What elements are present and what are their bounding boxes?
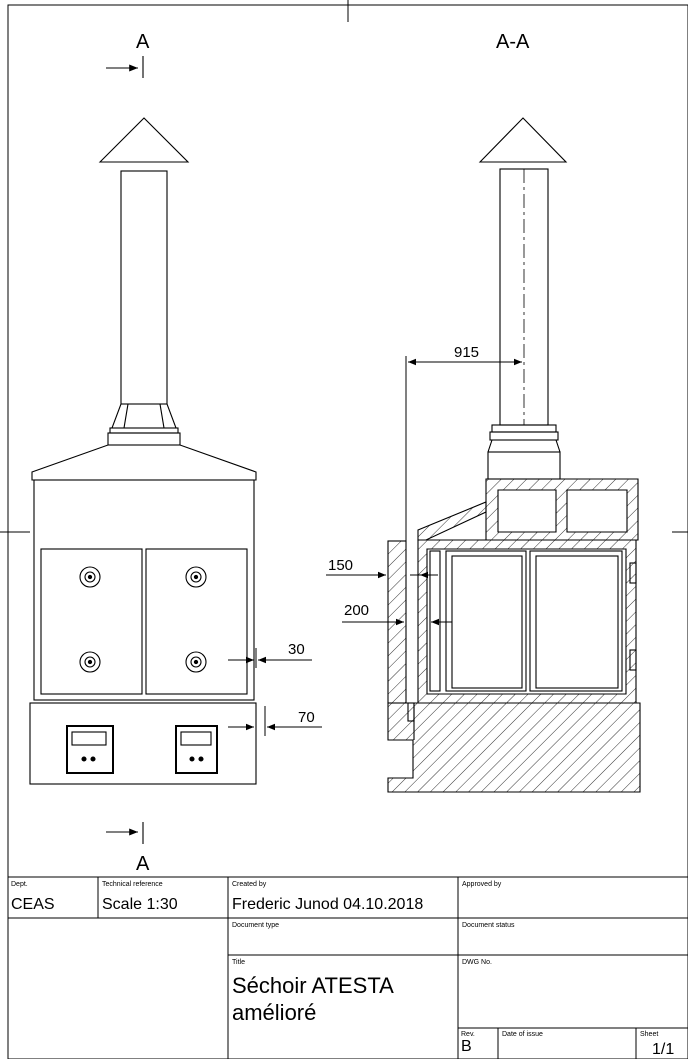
cabinet-body — [33, 479, 255, 701]
section-marker-top — [106, 56, 144, 78]
dim-label-915: 915 — [454, 344, 479, 361]
created-by-value: Frederic Junod 04.10.2018 — [232, 896, 424, 913]
section-marker-bottom — [106, 822, 144, 844]
dept-label: Dept. — [11, 881, 28, 888]
door-left — [40, 548, 143, 695]
controller-left — [66, 725, 114, 774]
date-of-issue-label: Date of issue — [502, 1031, 543, 1038]
chimney-pipe — [120, 170, 168, 405]
section-label-bottom: A — [136, 853, 150, 875]
upper-duct-wall — [485, 478, 639, 541]
dimension-30 — [228, 648, 312, 668]
drawing-title: Séchoir ATESTA amélioré — [232, 973, 393, 1025]
technical-reference-label: Technical reference — [102, 881, 163, 888]
section-view — [326, 117, 641, 793]
foundation — [387, 702, 641, 793]
document-status-label: Document status — [462, 922, 515, 929]
document-type-label: Document type — [232, 922, 280, 929]
dim-label-150: 150 — [328, 557, 353, 574]
rev-value: B — [461, 1038, 472, 1055]
dim-label-70: 70 — [298, 709, 315, 726]
door-knobs — [79, 566, 207, 673]
technical-reference-value: Scale 1:30 — [102, 896, 178, 913]
hood — [31, 444, 257, 481]
dim-label-30: 30 — [288, 641, 305, 658]
section-label-top: A — [136, 31, 150, 53]
roof-slope — [417, 501, 487, 541]
interior-panel-4 — [529, 550, 623, 692]
title-label: Title — [232, 959, 245, 966]
section-chimney-cap — [478, 117, 568, 163]
approved-by-label: Approved by — [462, 881, 502, 888]
front-view — [29, 56, 322, 844]
section-view-title: A-A — [496, 31, 530, 53]
dept-value: CEAS — [11, 896, 55, 913]
dwg-no-label: DWG No. — [462, 959, 492, 966]
base-unit — [29, 702, 257, 785]
chimney-collar — [107, 403, 181, 446]
interior-panel-2 — [445, 550, 527, 692]
title-block-grid — [8, 876, 688, 1059]
chimney-cap — [98, 117, 190, 163]
sheet-label: Sheet — [640, 1031, 659, 1038]
door-right — [145, 548, 248, 695]
dimension-70 — [228, 706, 322, 736]
rev-label: Rev. — [461, 1031, 475, 1038]
section-collar — [487, 424, 561, 480]
sheet-value: 1/1 — [652, 1041, 675, 1058]
dim-label-200: 200 — [344, 602, 369, 619]
interior-panel-1 — [429, 550, 441, 692]
interior-panel-5 — [535, 555, 619, 689]
interior-panel-3 — [451, 555, 523, 689]
controller-right — [175, 725, 218, 774]
dimension-915 — [405, 356, 522, 541]
created-by-label: Created by — [232, 881, 267, 888]
